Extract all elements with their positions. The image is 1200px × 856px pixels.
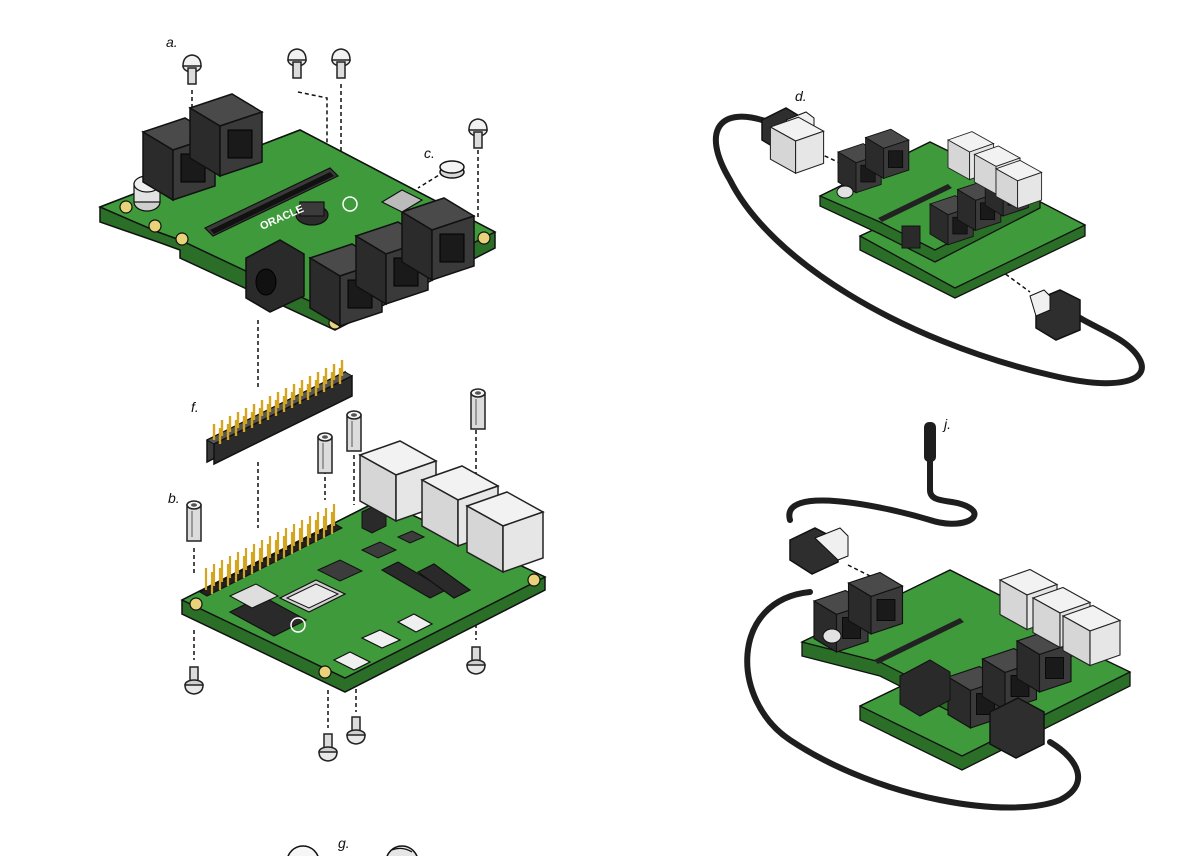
assembled-view-cable: [712, 107, 1145, 387]
screw-bottom-3: [318, 733, 338, 762]
screw-bottom-2: [466, 646, 486, 675]
label-a: a.: [166, 34, 178, 50]
rubber-feet: [287, 845, 418, 856]
label-j: j.: [944, 416, 951, 432]
raspberry-logo-icon: [342, 196, 358, 212]
screw-a2: [287, 48, 307, 79]
coin-cell: [439, 160, 465, 179]
antenna-j: [786, 422, 978, 527]
screw-a1: [182, 54, 202, 85]
standoff-b1: [186, 500, 202, 542]
raspberry-logo-icon: [290, 617, 306, 633]
network-cable: [712, 113, 1145, 387]
raspberry-pi-board: [180, 440, 547, 693]
standoff-b2: [317, 432, 333, 474]
screw-bottom-1: [184, 666, 204, 695]
label-b: b.: [168, 490, 180, 506]
label-f: f.: [191, 399, 199, 415]
rj45-plug: [1029, 289, 1081, 341]
hat-board: ORACLE: [98, 93, 497, 331]
label-g: g.: [338, 835, 350, 851]
screw-a3: [331, 48, 351, 79]
screw-bottom-4: [346, 716, 366, 745]
screw-a4: [468, 118, 488, 149]
standoff-b3: [346, 410, 362, 452]
standoff-b4: [470, 388, 486, 430]
label-c: c.: [424, 145, 435, 161]
exploded-view: ORACLE: [98, 48, 547, 856]
network-cable-2: [744, 589, 1082, 811]
gpio-header: [205, 360, 354, 466]
rj45-plug-inserted: [989, 697, 1045, 759]
assembled-view-full: [744, 527, 1132, 811]
label-d: d.: [795, 88, 807, 104]
rj45-plug-j: [789, 527, 849, 575]
